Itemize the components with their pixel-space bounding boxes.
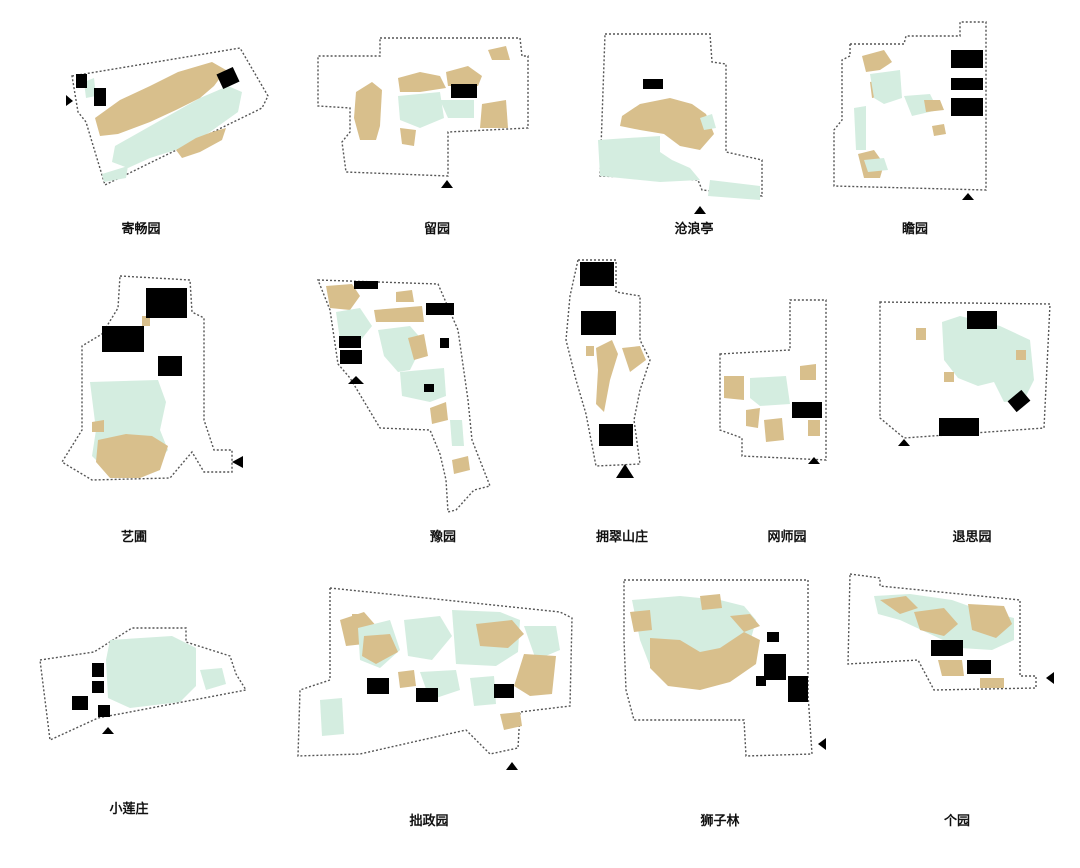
garden-plan-geyuan (847, 573, 1054, 691)
garden-label: 狮子林 (700, 814, 740, 829)
garden-label: 瞻园 (901, 222, 929, 237)
garden-plan-zhuozheng (297, 587, 573, 770)
garden-label: 沧浪亭 (674, 222, 714, 237)
garden-label: 寄畅园 (121, 222, 161, 237)
garden-plan-zhan (833, 21, 987, 200)
garden-label: 艺圃 (120, 530, 148, 545)
garden-label: 拙政园 (409, 814, 449, 829)
garden-plan-tuisi (879, 301, 1051, 446)
garden-plan-yongcui (565, 259, 651, 478)
garden-label: 留园 (423, 222, 451, 237)
garden-plan-yu (316, 279, 491, 513)
garden-label: 退思园 (952, 530, 992, 545)
garden-plan-shizilin (623, 579, 826, 757)
garden-plan-canglang (598, 33, 763, 214)
garden-label: 个园 (943, 814, 971, 829)
garden-plan-liu (317, 37, 529, 188)
garden-label: 小莲庄 (109, 802, 149, 817)
garden-plan-wangshi (719, 299, 827, 464)
garden-label: 网师园 (767, 530, 807, 545)
garden-label: 豫园 (429, 530, 457, 545)
garden-plan-yi (61, 275, 243, 481)
garden-plan-xiaolian (39, 627, 248, 742)
garden-plan-jichang (66, 47, 269, 186)
garden-label: 拥翠山庄 (595, 530, 649, 545)
